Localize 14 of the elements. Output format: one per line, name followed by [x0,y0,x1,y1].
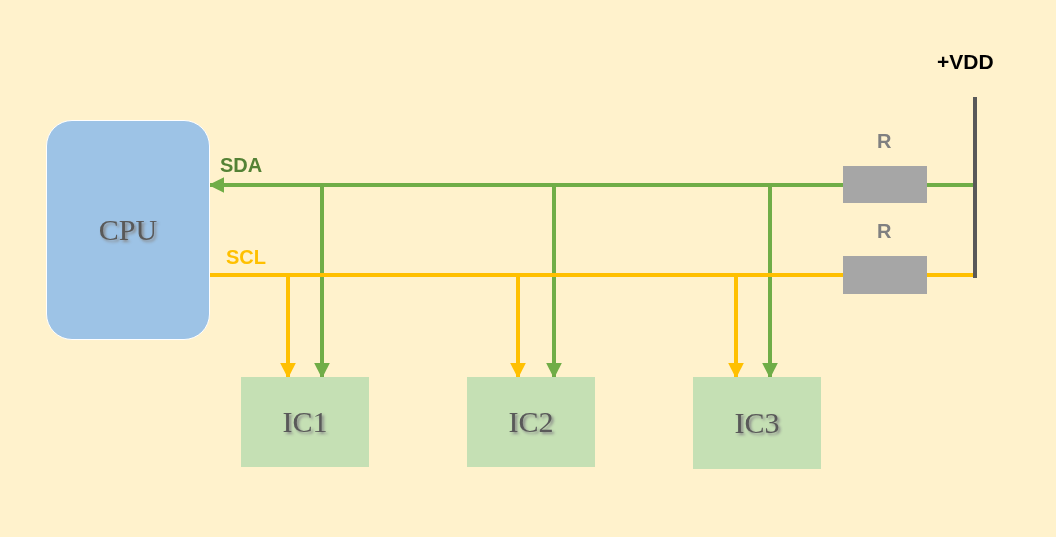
bus-line [927,273,973,277]
chip-box [693,377,821,469]
processor-box [46,120,210,340]
block-label: CPU [98,213,158,247]
bus-line [927,183,973,187]
block-label: IC2 [508,405,554,439]
resistor-label: R [877,130,892,153]
resistor-label: R [877,220,892,243]
bus-line [762,183,843,379]
chip-box [241,377,369,467]
block-label: IC1 [282,405,328,439]
chip-box [467,377,595,467]
block-label: IC3 [734,406,780,440]
supply-label: +VDD [937,50,994,74]
